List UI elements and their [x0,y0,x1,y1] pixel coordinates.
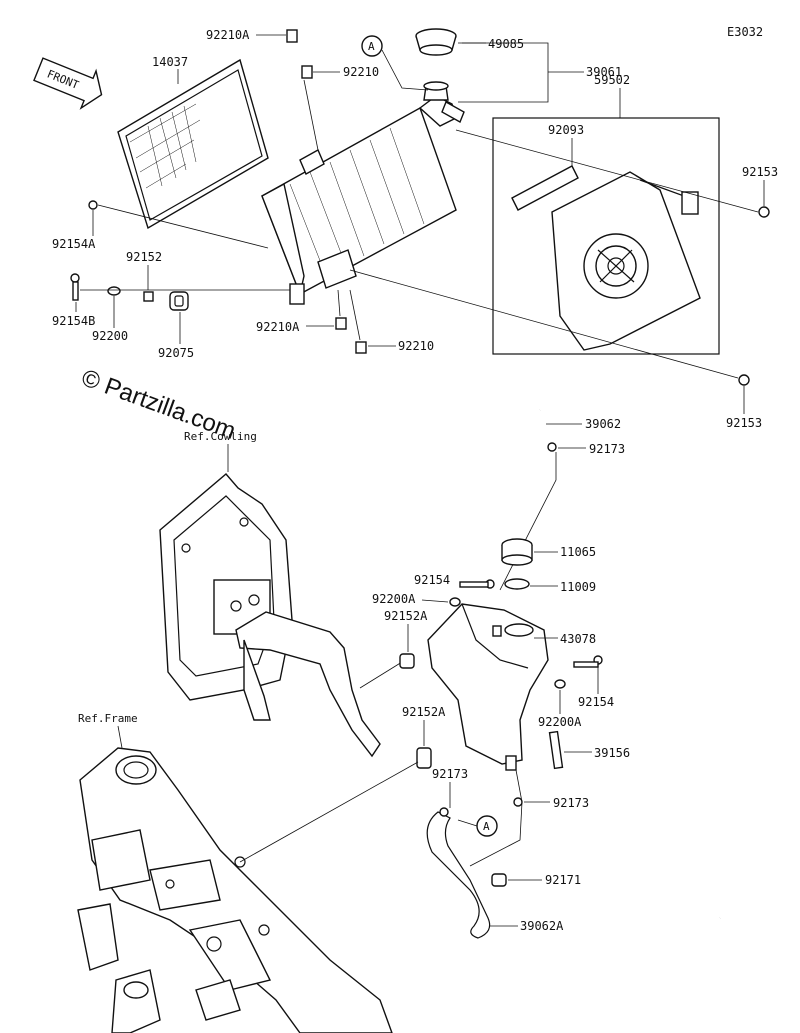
frame [77,747,393,1033]
label-92152: 92152 [126,250,162,264]
grommet-92075 [169,291,189,311]
label-59502: 59502 [594,73,630,87]
label-92200a-b: 92200A [538,715,582,729]
band-39156 [548,730,564,770]
bolt-92153-top [758,206,770,218]
label-92171: 92171 [545,873,581,887]
label-92154-b: 92154 [578,695,614,709]
filler-neck [423,81,465,123]
clip-92210a-bot [335,317,347,330]
label-49085: 49085 [488,37,524,51]
clamp-92173-right [513,797,523,807]
collar-92152a-a [399,653,415,669]
label-39062a: 39062A [520,919,564,933]
label-92093: 92093 [548,123,584,137]
label-39156: 39156 [594,746,630,760]
label-92210a-bot: 92210A [256,320,300,334]
label-92154a: 92154A [52,237,96,251]
washer-92200a-b [554,679,566,689]
callout-a-bottom-letter: A [483,820,490,833]
bolt-92154-b [573,655,603,668]
clip-92210-bot [355,341,367,354]
bolt-92154b [70,273,80,301]
label-92210-top: 92210 [343,65,379,79]
label-92173-top: 92173 [589,442,625,456]
label-92153-bot: 92153 [726,416,762,430]
label-92153-top: 92153 [742,165,778,179]
collar-92152a-b [416,747,432,769]
callout-a-top [361,35,383,57]
clamp-92173-left [439,807,449,817]
label-92154-a: 92154 [414,573,450,587]
label-92173-right: 92173 [553,796,589,810]
bolt-92154a [88,200,98,210]
label-92200a-a: 92200A [372,592,416,606]
collar-92152 [143,291,154,302]
label-92210a-top: 92210A [206,28,250,42]
callout-a-top-letter: A [368,40,375,53]
washer-92200 [107,286,121,296]
radiator-screen [117,58,269,230]
cowling-bracket [159,473,381,758]
clamp-92173-top [547,442,557,452]
label-92154b: 92154B [52,314,95,328]
label-92152a-a: 92152A [384,609,428,623]
label-92210-bot: 92210 [398,339,434,353]
fan-shroud [551,171,701,351]
label-39062: 39062 [585,417,621,431]
clamp-92171 [491,873,507,887]
label-92200: 92200 [92,329,128,343]
washer-92200a-a [449,597,461,607]
label-39061: 39061 [586,65,622,79]
fan-assembly-box [492,117,720,355]
radiator-cap [415,28,457,56]
label-92152a-b: 92152A [402,705,446,719]
gasket-11009 [504,578,530,590]
label-43078: 43078 [560,632,596,646]
clip-92210-top [301,65,313,79]
fan-bracket [511,165,579,211]
bolt-92154-a [459,579,495,589]
diagram-code: E3032 [727,25,763,39]
hose-39062a [426,811,491,939]
ref-cowling: Ref.Cowling [184,430,257,443]
reserve-tank [427,603,549,771]
bolt-92153-bot [738,374,750,386]
label-92173-left: 92173 [432,767,468,781]
ref-frame: Ref.Frame [78,712,138,725]
tank-cap-11065 [501,538,533,566]
label-11009: 11009 [560,580,596,594]
hose-39062 [527,409,736,919]
clip-92210a-top [286,29,298,43]
label-14037: 14037 [152,55,188,69]
label-92075: 92075 [158,346,194,360]
label-11065: 11065 [560,545,596,559]
front-arrow: FRONT [33,57,103,110]
radiator [261,95,457,305]
